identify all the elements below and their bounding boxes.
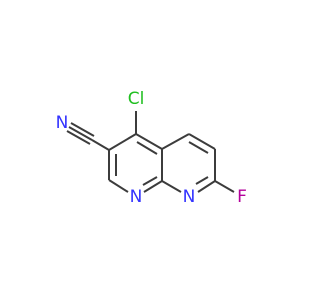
bond-n1-c8a [143,180,163,193]
bond-n8-c8a [161,180,182,193]
atom-label-nitrile-n: N [56,113,69,133]
bond-c5-c6 [188,133,216,150]
atom-label-cl: Cl [128,89,145,109]
molecule-structure-diagram: Cl N N N F [56,89,247,207]
atom-label-f: F [237,187,247,207]
atom-label-layer: Cl N N N F [56,89,247,207]
bond-c4-c4a-inner [136,141,158,155]
bond-c7-n8-inner [195,176,209,185]
bond-c4a-c5 [161,133,190,150]
bond-c2-n1 [108,179,129,193]
bond-c4-c3 [108,133,137,151]
atom-label-ring-n8: N [183,187,196,207]
bond-c7-f [214,180,235,193]
bond-c5-c6-inner [188,141,209,154]
bond-c3-cn [91,139,110,151]
bond-nitrile-triple-1 [68,126,93,141]
bond-nitrile-triple-2 [70,122,95,137]
bond-nitrile-triple-3 [66,130,91,145]
atom-label-ring-n1: N [130,187,143,207]
bond-layer [66,111,235,193]
bond-c4-c4a [135,133,163,150]
bond-n1-c8a-inner [142,176,158,186]
bond-c7-n8 [197,180,216,193]
